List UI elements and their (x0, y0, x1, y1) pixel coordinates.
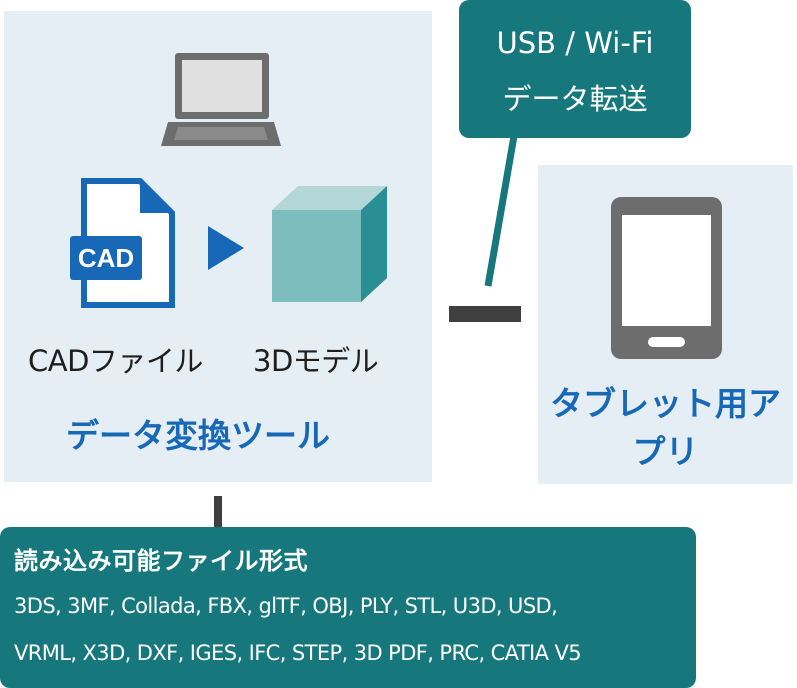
transfer-pointer-line (484, 135, 518, 287)
tablet-app-title: タブレット用アプリ (550, 384, 781, 471)
cad-badge-text: CAD (78, 243, 134, 273)
arrow-right-icon (208, 226, 244, 270)
formats-list-line-2: VRML, X3D, DXF, IGES, IFC, STEP, 3D PDF,… (14, 641, 582, 665)
supported-formats-callout (0, 527, 696, 688)
laptop-icon (161, 53, 281, 146)
transfer-description-text: データ転送 (502, 82, 648, 116)
tablet-icon (611, 197, 722, 359)
formats-list-line-1: 3DS, 3MF, Collada, FBX, glTF, OBJ, PLY, … (14, 594, 558, 618)
cube-icon (272, 186, 387, 302)
supported-formats-title: 読み込み可能ファイル形式 (14, 547, 308, 575)
transfer-callout: USB / Wi-Fi データ転送 (459, 0, 691, 138)
transfer-method-text: USB / Wi-Fi (496, 26, 654, 60)
formats-connector (214, 496, 222, 530)
cad-file-icon: CAD (70, 178, 175, 308)
conversion-tool-title: データ変換ツール (66, 416, 330, 455)
panel-connector-bar (449, 306, 521, 322)
cad-file-label: CADファイル (28, 344, 203, 378)
model-3d-label: 3Dモデル (253, 344, 379, 378)
